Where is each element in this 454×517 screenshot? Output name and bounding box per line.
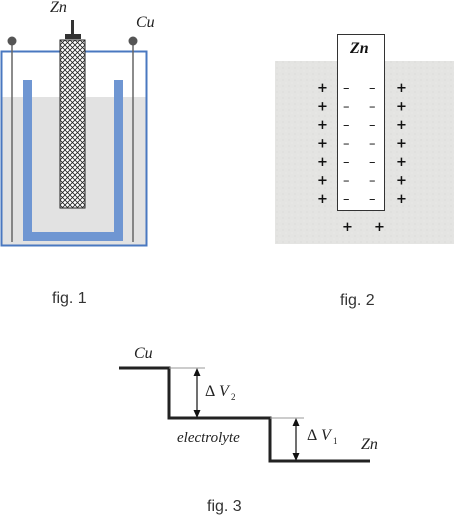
fig3-potential-line [119, 366, 370, 463]
fig2-zinc-plate [337, 34, 385, 211]
fig2-plus-right: + [396, 192, 407, 207]
fig1-zinc-terminal-post [71, 20, 74, 35]
fig3-dv1-sub: 1 [333, 436, 338, 446]
fig2-minus-inner-right: – [369, 137, 376, 152]
fig2-minus-inner-left: – [343, 81, 350, 96]
fig1-caption: fig. 1 [52, 290, 87, 307]
fig2-double-layer: Zn +––++––++––++––++––++––++––+ + + fig.… [275, 34, 454, 309]
fig2-minus-inner-right: – [369, 174, 376, 189]
fig1-zinc-rod [59, 39, 86, 209]
fig2-plus-left: + [317, 100, 328, 115]
fig1-galvanic-cell: Zn Cu fig. 1 [0, 0, 155, 307]
fig2-plus-right: + [396, 155, 407, 170]
fig3-caption: fig. 3 [207, 498, 242, 515]
fig2-plus-right: + [396, 118, 407, 133]
fig3-dv2-delta: Δ [205, 383, 215, 400]
fig1-cu-label: Cu [136, 14, 155, 31]
fig2-minus-inner-left: – [343, 174, 350, 189]
fig2-caption: fig. 2 [340, 292, 375, 309]
fig3-dv2-symbol: V [219, 383, 231, 400]
fig2-plus-left: + [317, 155, 328, 170]
fig1-zinc-terminal [65, 34, 81, 39]
fig2-minus-inner-right: – [369, 100, 376, 115]
fig2-plus-right: + [396, 137, 407, 152]
fig2-plus-left: + [317, 174, 328, 189]
fig3-dv1-delta: Δ [307, 427, 317, 444]
fig2-zn-label: Zn [349, 40, 369, 57]
fig2-minus-inner-right: – [369, 118, 376, 133]
fig2-minus-inner-right: – [369, 155, 376, 170]
fig3-dv1-symbol: V [321, 427, 333, 444]
fig2-plus-right: + [396, 100, 407, 115]
fig2-charges: +––++––++––++––++––++––++––+ [317, 81, 407, 207]
fig2-minus-inner-left: – [343, 155, 350, 170]
fig3-dv2-sub: 2 [231, 392, 236, 402]
fig2-plus-left: + [317, 118, 328, 133]
fig2-minus-inner-left: – [343, 192, 350, 207]
fig2-minus-inner-left: – [343, 100, 350, 115]
fig3-dv1-arrow [292, 418, 300, 461]
fig2-minus-inner-left: – [343, 118, 350, 133]
fig2-minus-inner-right: – [369, 81, 376, 96]
fig2-plus-bottom-left: + [342, 220, 353, 235]
fig1-left-terminal [7, 36, 17, 46]
fig3-electrolyte-label: electrolyte [177, 430, 240, 446]
fig3-potential-diagram: Cu Zn electrolyte Δ V 2 Δ V 1 fig. 3 [119, 345, 378, 515]
fig2-plus-right: + [396, 174, 407, 189]
fig2-plus-right: + [396, 81, 407, 96]
fig3-dv2-arrow [193, 368, 201, 418]
fig2-plus-left: + [317, 81, 328, 96]
fig2-plus-bottom-right: + [374, 220, 385, 235]
fig2-plus-left: + [317, 137, 328, 152]
fig2-minus-inner-right: – [369, 192, 376, 207]
fig3-cu-label: Cu [134, 345, 153, 362]
fig2-plus-left: + [317, 192, 328, 207]
fig2-minus-inner-left: – [343, 137, 350, 152]
fig1-zn-label: Zn [50, 0, 67, 16]
fig3-zn-label: Zn [361, 436, 378, 453]
fig1-right-terminal [128, 36, 138, 46]
